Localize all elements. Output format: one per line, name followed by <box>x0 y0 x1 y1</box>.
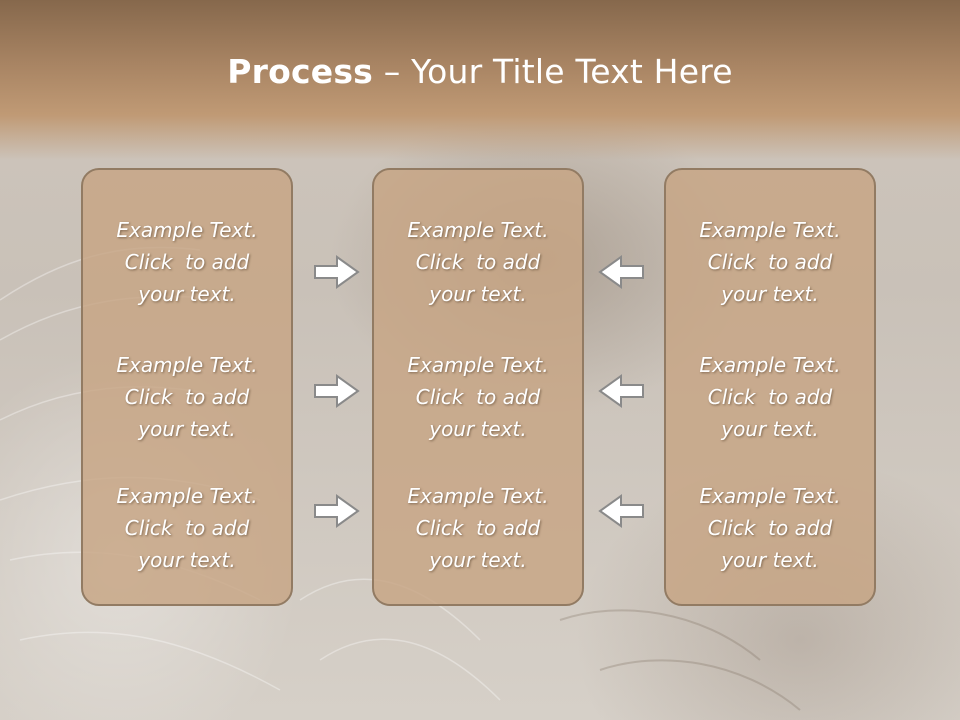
text-line: Example Text. <box>407 484 549 508</box>
title-strong: Process <box>227 52 374 91</box>
arrow-right-icon[interactable] <box>313 493 361 529</box>
placeholder-text[interactable]: Example Text. Click to add your text. <box>666 214 874 310</box>
arrow-left-icon[interactable] <box>597 493 645 529</box>
arrow-right-icon[interactable] <box>313 254 361 290</box>
text-line: Click to add <box>124 516 250 540</box>
placeholder-text[interactable]: Example Text. Click to add your text. <box>374 214 582 310</box>
process-box-left[interactable]: Example Text. Click to add your text. Ex… <box>81 168 293 606</box>
arrow-right-icon[interactable] <box>313 373 361 409</box>
arrow-left-icon[interactable] <box>597 373 645 409</box>
text-line: Click to add <box>415 250 541 274</box>
arrow-left-icon[interactable] <box>597 254 645 290</box>
text-line: your text. <box>429 548 527 572</box>
text-line: your text. <box>138 282 236 306</box>
placeholder-text[interactable]: Example Text. Click to add your text. <box>83 480 291 576</box>
title-rest: – Your Title Text Here <box>373 52 733 91</box>
text-line: your text. <box>429 282 527 306</box>
text-line: your text. <box>138 548 236 572</box>
placeholder-text[interactable]: Example Text. Click to add your text. <box>83 349 291 445</box>
text-line: Click to add <box>707 516 833 540</box>
placeholder-text[interactable]: Example Text. Click to add your text. <box>83 214 291 310</box>
text-line: Example Text. <box>699 484 841 508</box>
text-line: Click to add <box>124 385 250 409</box>
process-box-right[interactable]: Example Text. Click to add your text. Ex… <box>664 168 876 606</box>
placeholder-text[interactable]: Example Text. Click to add your text. <box>374 480 582 576</box>
placeholder-text[interactable]: Example Text. Click to add your text. <box>666 480 874 576</box>
title-band <box>0 0 960 160</box>
text-line: your text. <box>138 417 236 441</box>
text-line: Click to add <box>707 250 833 274</box>
text-line: Click to add <box>415 516 541 540</box>
text-line: Example Text. <box>407 218 549 242</box>
placeholder-text[interactable]: Example Text. Click to add your text. <box>374 349 582 445</box>
text-line: your text. <box>429 417 527 441</box>
text-line: Example Text. <box>699 218 841 242</box>
text-line: Example Text. <box>116 484 258 508</box>
text-line: your text. <box>721 417 819 441</box>
text-line: Click to add <box>707 385 833 409</box>
text-line: Example Text. <box>407 353 549 377</box>
process-box-center[interactable]: Example Text. Click to add your text. Ex… <box>372 168 584 606</box>
text-line: your text. <box>721 548 819 572</box>
placeholder-text[interactable]: Example Text. Click to add your text. <box>666 349 874 445</box>
text-line: Example Text. <box>116 353 258 377</box>
text-line: Click to add <box>415 385 541 409</box>
text-line: Example Text. <box>699 353 841 377</box>
text-line: your text. <box>721 282 819 306</box>
text-line: Example Text. <box>116 218 258 242</box>
page-title[interactable]: Process – Your Title Text Here <box>0 52 960 91</box>
text-line: Click to add <box>124 250 250 274</box>
